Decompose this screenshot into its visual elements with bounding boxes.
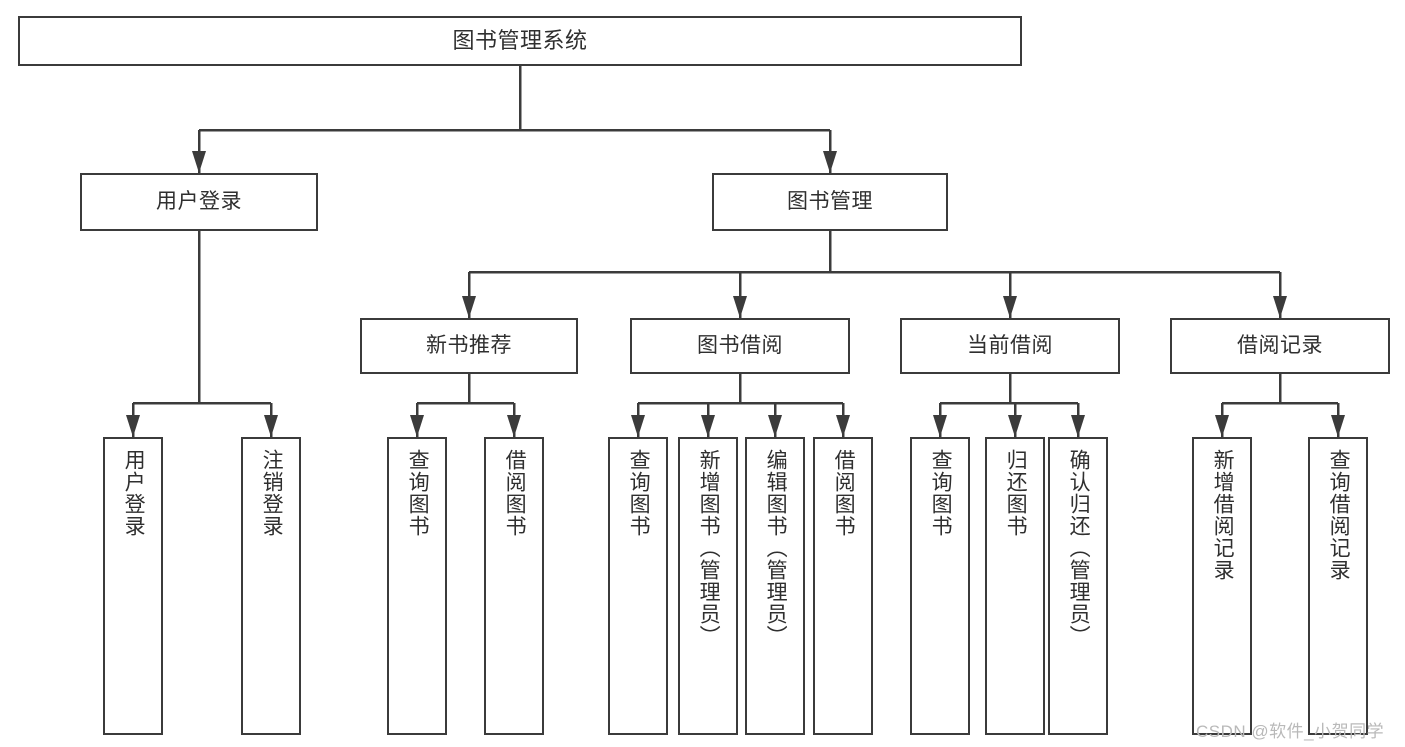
node-book-borrow[interactable]: 图书借阅	[630, 318, 850, 374]
node-label: 图书借阅	[697, 334, 783, 358]
node-leaf-query-book-2[interactable]: 查询图书	[608, 437, 668, 735]
node-label: 图书管理系统	[452, 27, 588, 53]
node-current-borrow[interactable]: 当前借阅	[900, 318, 1120, 374]
node-label: 确认归还（管理员）	[1067, 449, 1091, 647]
node-leaf-add-book[interactable]: 新增图书（管理员）	[678, 437, 738, 735]
node-label: 新增图书（管理员）	[697, 449, 721, 647]
node-label: 用户登录	[156, 190, 242, 214]
node-label: 查询图书	[627, 449, 651, 537]
node-leaf-return-book[interactable]: 归还图书	[985, 437, 1045, 735]
node-book-management-system[interactable]: 图书管理系统	[18, 16, 1022, 66]
node-leaf-query-book-1[interactable]: 查询图书	[387, 437, 447, 735]
node-leaf-user-login[interactable]: 用户登录	[103, 437, 163, 735]
node-label: 查询借阅记录	[1327, 449, 1351, 581]
csdn-watermark: CSDN @软件_小贺同学	[1196, 722, 1385, 741]
node-label: 借阅图书	[832, 449, 856, 537]
node-label: 新增借阅记录	[1211, 449, 1235, 581]
node-label: 用户登录	[122, 449, 146, 537]
node-borrow-record[interactable]: 借阅记录	[1170, 318, 1390, 374]
node-label: 借阅图书	[503, 449, 527, 537]
node-label: 新书推荐	[426, 334, 512, 358]
node-leaf-confirm-return[interactable]: 确认归还（管理员）	[1048, 437, 1108, 735]
node-leaf-borrow-book-2[interactable]: 借阅图书	[813, 437, 873, 735]
node-label: 编辑图书（管理员）	[764, 449, 788, 647]
node-leaf-query-borrow-record[interactable]: 查询借阅记录	[1308, 437, 1368, 735]
node-label: 归还图书	[1004, 449, 1028, 537]
node-book-manage[interactable]: 图书管理	[712, 173, 948, 231]
node-leaf-query-book-3[interactable]: 查询图书	[910, 437, 970, 735]
node-leaf-edit-book[interactable]: 编辑图书（管理员）	[745, 437, 805, 735]
node-leaf-borrow-book-1[interactable]: 借阅图书	[484, 437, 544, 735]
node-user-login[interactable]: 用户登录	[80, 173, 318, 231]
node-label: 借阅记录	[1237, 334, 1323, 358]
node-new-book-recommend[interactable]: 新书推荐	[360, 318, 578, 374]
node-label: 注销登录	[260, 449, 284, 537]
node-label: 图书管理	[787, 190, 873, 214]
node-leaf-add-borrow-record[interactable]: 新增借阅记录	[1192, 437, 1252, 735]
node-label: 查询图书	[406, 449, 430, 537]
node-leaf-logout-login[interactable]: 注销登录	[241, 437, 301, 735]
node-label: 查询图书	[929, 449, 953, 537]
node-label: 当前借阅	[967, 334, 1053, 358]
